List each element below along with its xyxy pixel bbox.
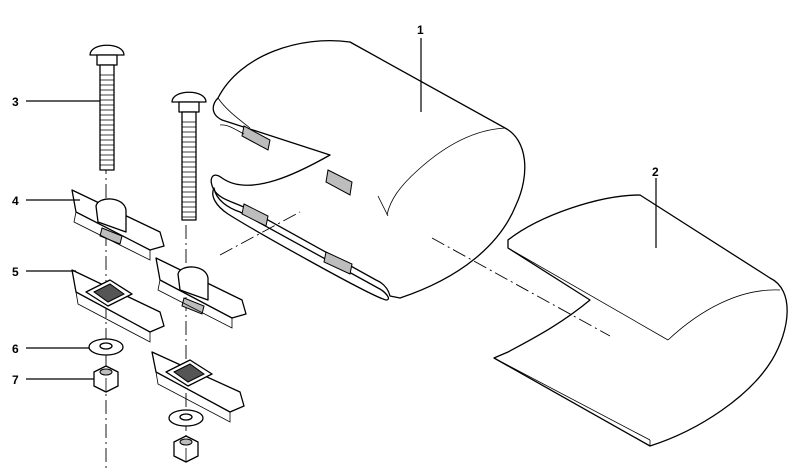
- part-3-carriage-bolt-right: [171, 91, 207, 221]
- callout-4: 4: [12, 194, 19, 208]
- part-7-nut-left: [93, 365, 119, 393]
- part-6-washer-right: [168, 409, 204, 427]
- part-6-washer-left: [88, 338, 124, 356]
- part-7-nut-right: [173, 435, 199, 463]
- callout-5: 5: [12, 265, 19, 279]
- part-5-lower-plate-right: [151, 351, 245, 423]
- callout-1: 1: [417, 23, 424, 37]
- part-3-carriage-bolt-left: [89, 44, 125, 171]
- callout-2: 2: [652, 165, 659, 179]
- part-4-upper-plate-left: [71, 189, 165, 261]
- part-5-lower-plate-left: [71, 269, 165, 343]
- callout-7: 7: [12, 373, 19, 387]
- callout-6: 6: [12, 342, 19, 356]
- part-4-upper-plate-right: [155, 257, 247, 329]
- callouts: 1 2 3 4 5 6 7: [12, 23, 659, 387]
- part-1-folded-sleeve: [210, 40, 526, 301]
- part-2-belt-end: [493, 194, 788, 447]
- leader-lines: [26, 38, 657, 380]
- callout-3: 3: [12, 95, 19, 109]
